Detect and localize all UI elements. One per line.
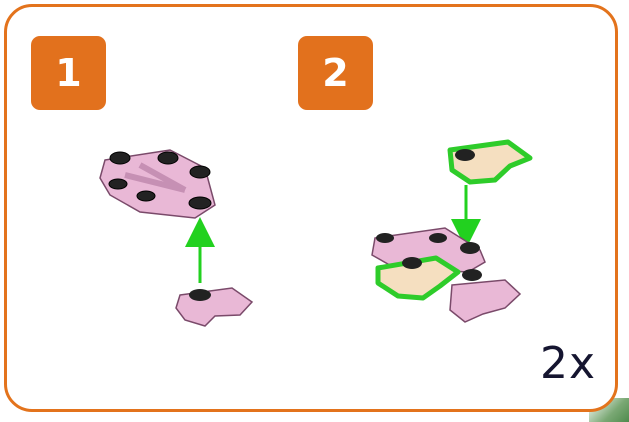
step-1-badge: 1 (31, 36, 106, 110)
tan-flower-part-top (447, 139, 533, 185)
pink-plate-part (99, 149, 216, 219)
pink-flower-part-assembled (449, 269, 522, 323)
repeat-count: 2x (540, 338, 597, 389)
pink-plate-part-assembled (371, 227, 486, 273)
step-2-badge: 2 (298, 36, 373, 110)
tan-flower-part-highlighted (375, 255, 461, 301)
pink-flower-part (175, 287, 254, 327)
